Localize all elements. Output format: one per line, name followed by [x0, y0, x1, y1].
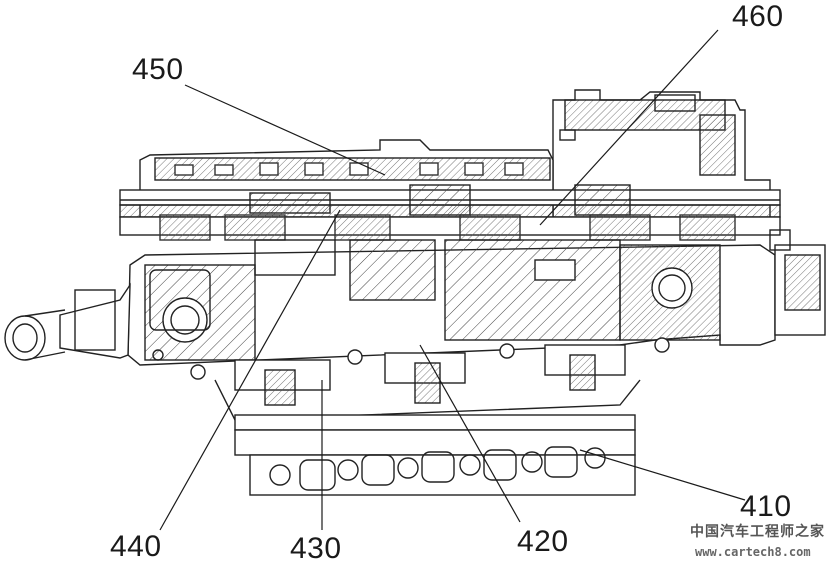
- right-flange: [769, 229, 826, 336]
- callout-430: 430: [290, 532, 342, 565]
- gasket-ports: [269, 446, 606, 491]
- leader-440: [159, 209, 341, 531]
- main-valve-body: [127, 239, 776, 366]
- solenoid-coils: [159, 214, 736, 241]
- leader-450: [184, 84, 386, 176]
- callout-410: 410: [740, 490, 792, 523]
- callout-440: 440: [110, 530, 162, 563]
- bottom-plate: [214, 379, 641, 496]
- watermark-url: www.cartech8.com: [695, 545, 811, 559]
- leader-420: [419, 344, 521, 523]
- leader-410: [579, 449, 746, 501]
- leader-460: [539, 29, 719, 226]
- lower-solenoid-valves: [234, 344, 626, 406]
- mounting-bolts: [152, 337, 670, 380]
- cover-ribs: [174, 162, 524, 176]
- separator-plates: [119, 184, 781, 241]
- callout-450: 450: [132, 53, 184, 86]
- left-pipe-fitting: [4, 282, 131, 361]
- leader-lines: [159, 29, 746, 531]
- watermark-text: 中国汽车工程师之家: [690, 524, 825, 540]
- callout-460: 460: [732, 0, 784, 33]
- callout-420: 420: [517, 525, 569, 558]
